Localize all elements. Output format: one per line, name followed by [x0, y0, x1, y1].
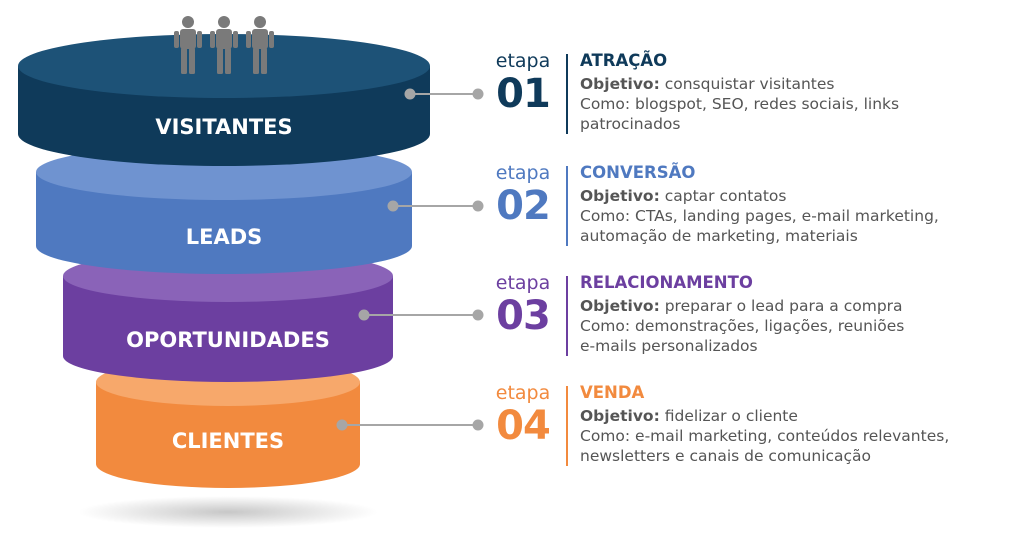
connector — [358, 309, 484, 321]
funnel-diagram: CLIENTES OPORTUNIDADES LEADS VISITANTES — [18, 16, 484, 528]
etapa-label: etapa — [495, 272, 551, 294]
step-number: 04 — [496, 403, 551, 449]
funnel-shadow — [78, 496, 378, 528]
step-04: etapa 04 VENDA Objetivo: fidelizar o cli… — [486, 382, 1022, 482]
objective-label: Objetivo: — [580, 75, 660, 93]
stage-body — [63, 276, 393, 382]
step-01: etapa 01 ATRAÇÃO Objetivo: consquistar v… — [486, 50, 1022, 150]
objective-line: Objetivo: captar contatos — [580, 186, 1022, 206]
stage-body — [96, 382, 360, 488]
como-line: Como: e-mail marketing, conteúdos releva… — [580, 427, 950, 445]
people-group-icon — [174, 16, 274, 74]
stage-label: OPORTUNIDADES — [126, 328, 330, 352]
step-03: etapa 03 RELACIONAMENTO Objetivo: prepar… — [486, 272, 1022, 372]
como-line: newsletters e canais de comunicação — [580, 447, 872, 465]
objective-text: captar contatos — [664, 187, 787, 205]
objective-text: consquistar visitantes — [664, 75, 835, 93]
divider — [566, 166, 568, 246]
step-content: CONVERSÃO Objetivo: captar contatos Como… — [580, 162, 1022, 246]
person-icon — [246, 16, 274, 74]
como-line: e-mails personalizados — [580, 337, 758, 355]
objective-label: Objetivo: — [580, 297, 660, 315]
step-title: ATRAÇÃO — [580, 51, 668, 70]
como-line: Como: blogspot, SEO, redes sociais, link… — [580, 95, 900, 113]
step-title: RELACIONAMENTO — [580, 273, 753, 292]
como-line: patrocinados — [580, 115, 681, 133]
person-icon — [174, 16, 202, 74]
step-title: CONVERSÃO — [580, 163, 696, 182]
divider — [566, 276, 568, 356]
objective-text: fidelizar o cliente — [664, 407, 798, 425]
step-number: 03 — [496, 293, 551, 339]
como-line: Como: CTAs, landing pages, e-mail market… — [580, 207, 939, 225]
como-line: automação de marketing, materiais — [580, 227, 858, 245]
stage-label: CLIENTES — [172, 429, 284, 453]
objective-label: Objetivo: — [580, 187, 660, 205]
etapa-label: etapa — [495, 50, 551, 72]
etapa-label: etapa — [495, 162, 551, 184]
stage-top — [18, 34, 430, 98]
divider — [566, 386, 568, 466]
etapa-label: etapa — [495, 382, 551, 404]
objective-line: Objetivo: fidelizar o cliente — [580, 406, 1022, 426]
step-content: ATRAÇÃO Objetivo: consquistar visitantes… — [580, 50, 1022, 134]
stage-label: VISITANTES — [155, 115, 292, 139]
stage-body — [36, 172, 412, 274]
step-content: RELACIONAMENTO Objetivo: preparar o lead… — [580, 272, 1022, 356]
connector — [387, 200, 484, 212]
objective-line: Objetivo: consquistar visitantes — [580, 74, 1022, 94]
step-title: VENDA — [580, 383, 645, 402]
step-02: etapa 02 CONVERSÃO Objetivo: captar cont… — [486, 162, 1022, 262]
objective-label: Objetivo: — [580, 407, 660, 425]
connector — [336, 419, 484, 431]
objective-line: Objetivo: preparar o lead para a compra — [580, 296, 1022, 316]
como-line: Como: demonstrações, ligações, reuniões — [580, 317, 905, 335]
step-number: 02 — [496, 183, 551, 229]
objective-text: preparar o lead para a compra — [664, 297, 903, 315]
stage-label: LEADS — [186, 225, 263, 249]
divider — [566, 54, 568, 134]
step-number: 01 — [496, 71, 551, 117]
step-content: VENDA Objetivo: fidelizar o cliente Como… — [580, 382, 1022, 466]
funnel-stage-visitantes: VISITANTES — [18, 34, 430, 166]
connector — [404, 88, 484, 100]
person-icon — [210, 16, 238, 74]
